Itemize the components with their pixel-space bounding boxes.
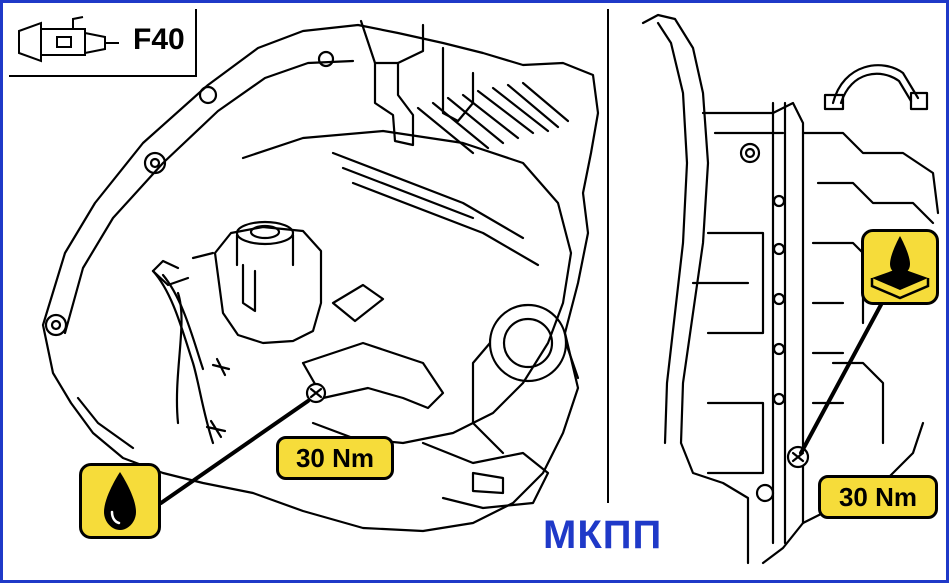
oil-level-tile [861, 229, 939, 305]
oil-drop-icon [104, 472, 136, 530]
figure-caption: МКПП [543, 513, 663, 557]
view-divider [607, 9, 609, 503]
torque-badge-right: 30 Nm [818, 475, 938, 519]
right-gearbox-illustration [641, 13, 940, 565]
model-label: F40 [133, 23, 185, 56]
torque-badge-left: 30 Nm [276, 436, 394, 480]
left-gearbox-illustration [41, 19, 600, 533]
gearbox-icon [18, 16, 119, 63]
oil-drop-tile [79, 463, 161, 539]
oil-level-icon [870, 236, 930, 300]
model-badge: F40 [9, 9, 197, 77]
transmission-drawing [41, 13, 940, 565]
